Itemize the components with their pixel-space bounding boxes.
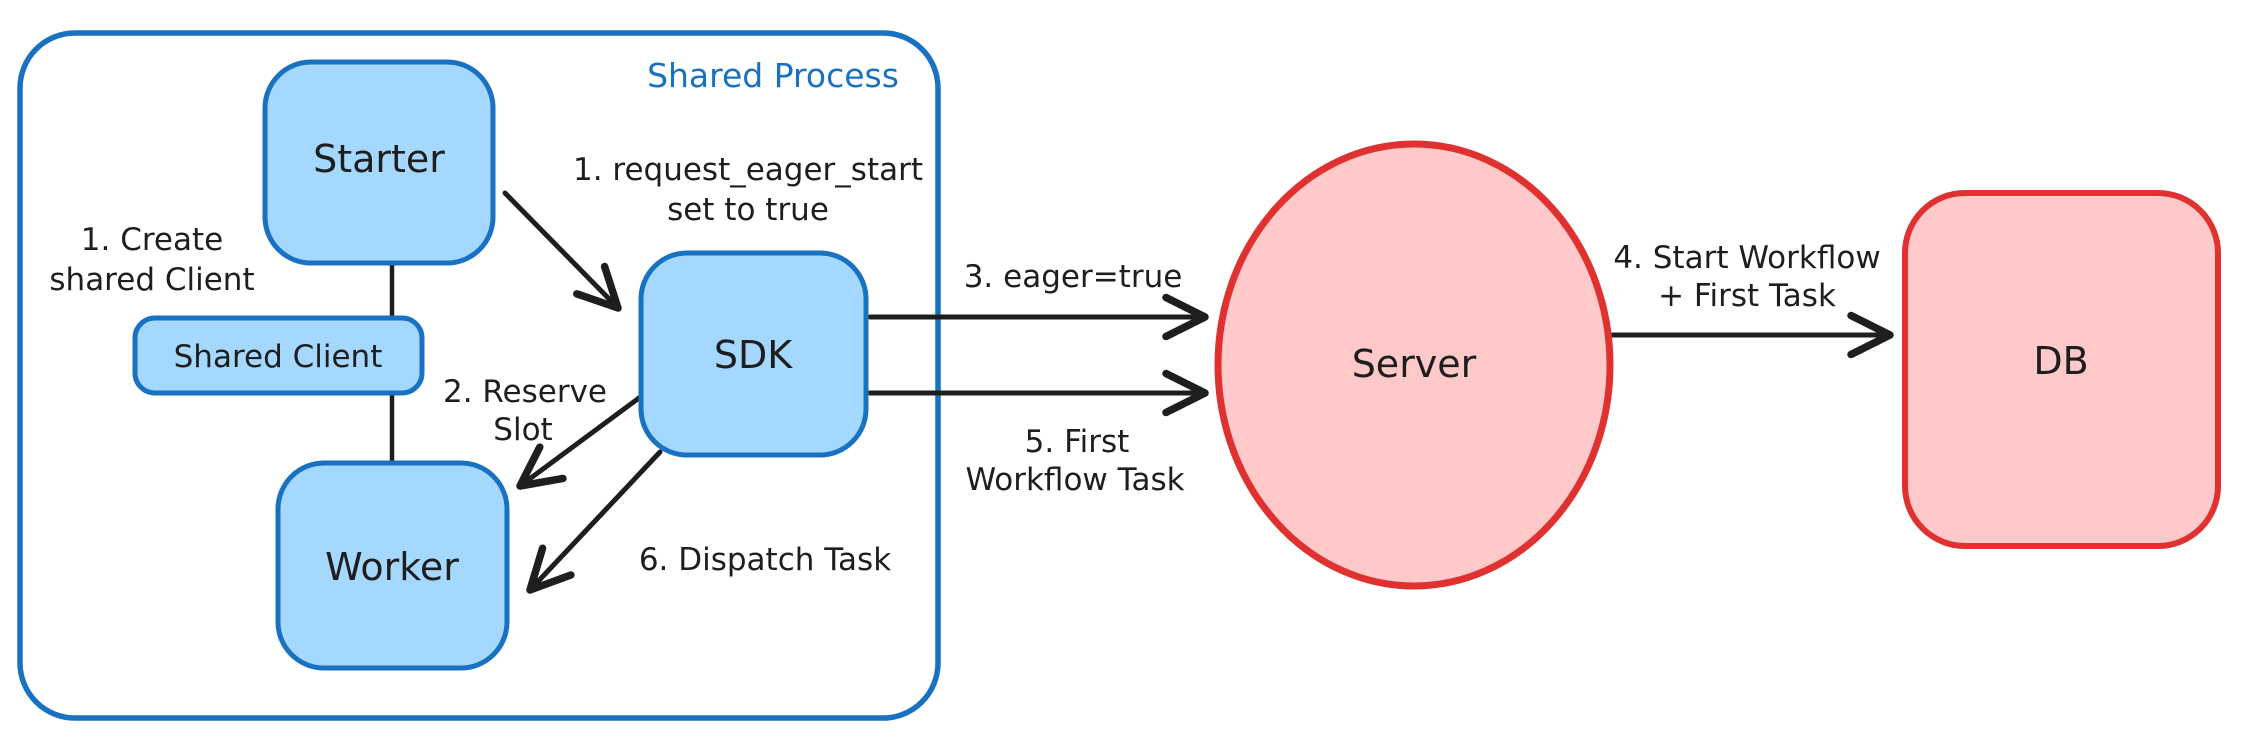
arrow-dispatch-task — [526, 449, 663, 594]
annotation-request-eager-start-line2: set to true — [667, 192, 829, 228]
server-label: Server — [1352, 342, 1477, 386]
annotation-dispatch-task: 6. Dispatch Task — [639, 542, 891, 578]
annotation-start-workflow-line1: 4. Start Workflow — [1613, 240, 1880, 276]
server-node — [1214, 140, 1614, 590]
worker-label: Worker — [325, 545, 459, 589]
sdk-node — [638, 250, 869, 458]
db-node — [1902, 190, 2221, 549]
shared-client-node — [132, 315, 425, 396]
sdk-label: SDK — [714, 333, 793, 377]
annotation-start-workflow-line2: + First Task — [1658, 278, 1836, 314]
arrow-reserve-slot — [516, 392, 646, 490]
starter-label: Starter — [313, 137, 445, 181]
annotation-reserve-slot-line2: Slot — [493, 412, 552, 448]
starter-node — [262, 59, 496, 266]
annotation-create-shared-client-line1: 1. Create — [81, 222, 223, 258]
arrow-request-eager-start — [502, 190, 622, 312]
shared-client-label: Shared Client — [174, 339, 383, 375]
annotation-create-shared-client-line2: shared Client — [49, 262, 254, 298]
annotation-request-eager-start-line1: 1. request_eager_start — [573, 152, 923, 188]
annotation-first-workflow-task-line1: 5. First — [1025, 424, 1130, 460]
annotation-first-workflow-task-line2: Workflow Task — [965, 462, 1184, 498]
db-label: DB — [2033, 339, 2088, 383]
annotation-reserve-slot-line1: 2. Reserve — [443, 374, 607, 410]
annotation-eager-true: 3. eager=true — [964, 259, 1183, 295]
shared-process-title: Shared Process — [647, 56, 899, 95]
worker-node — [275, 460, 510, 671]
shared-process-container — [17, 30, 941, 721]
